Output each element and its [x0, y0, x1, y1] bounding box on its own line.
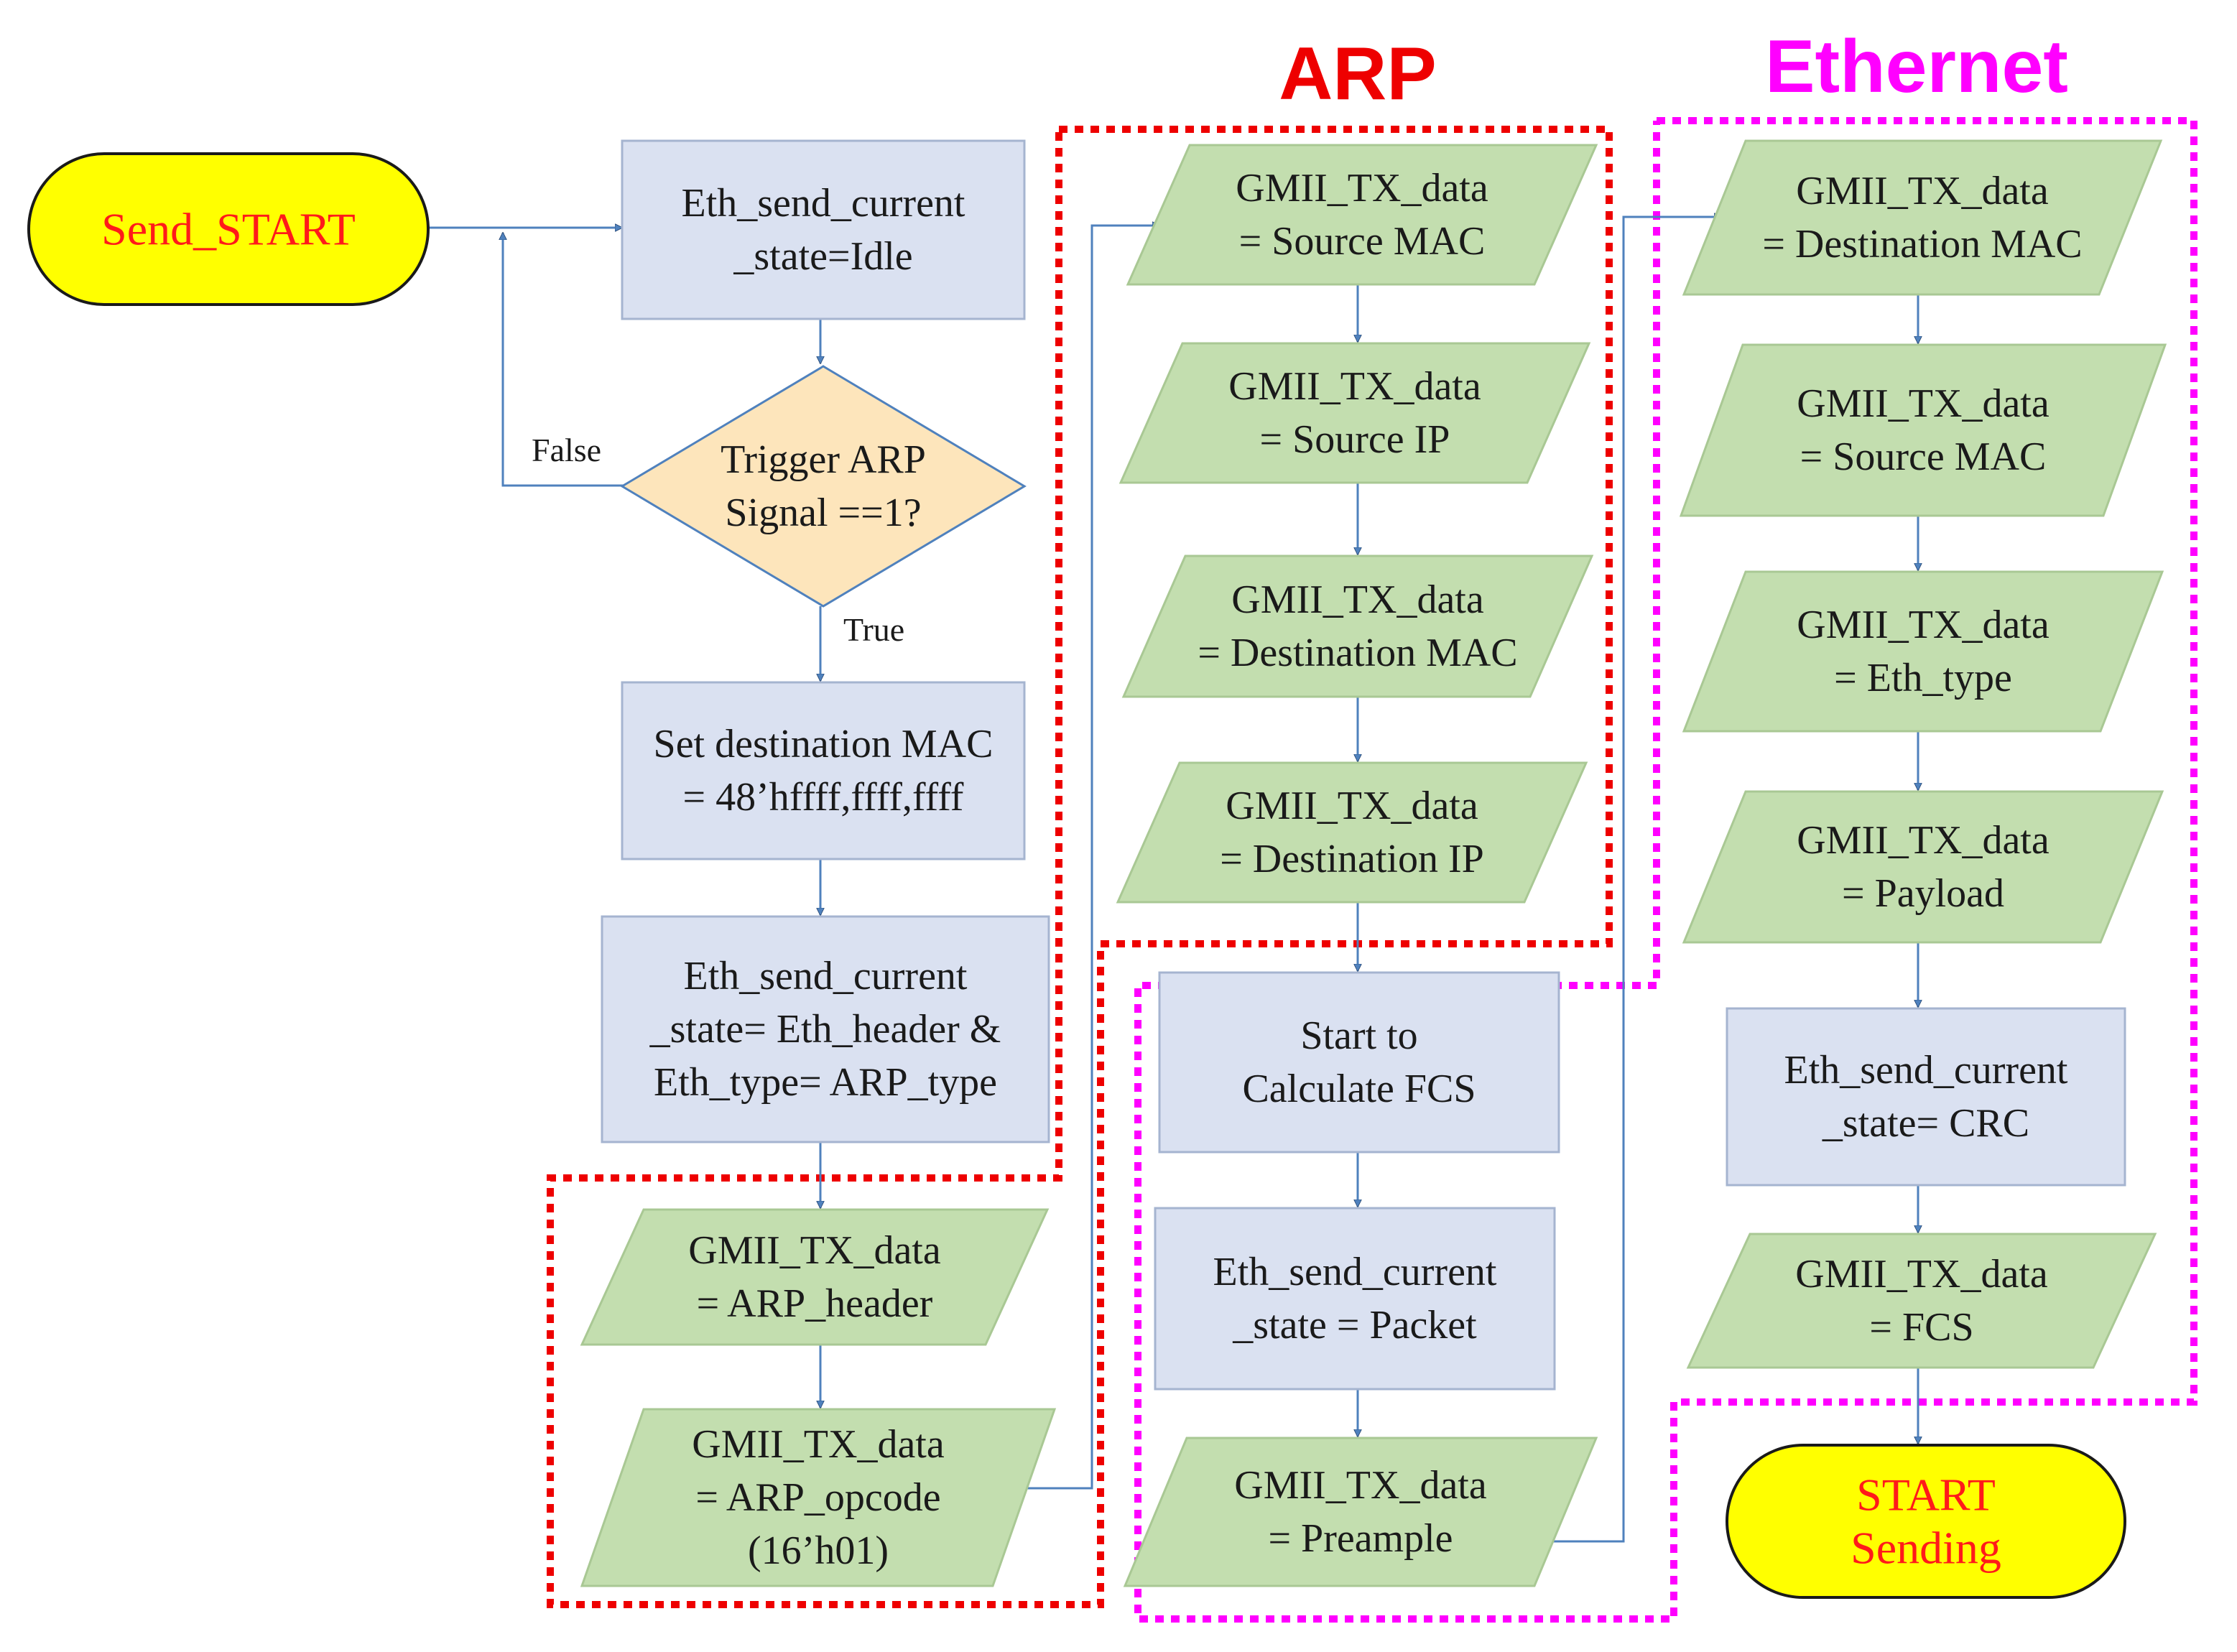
start-sending-label-line-1: START [1856, 1470, 1996, 1521]
eth-type-label-line-1: GMII_TX_data [1797, 603, 2050, 647]
eth-header-label-line-3: Eth_type= ARP_type [654, 1060, 997, 1105]
node-calc-fcs: Start to Calculate FCS [1158, 971, 1560, 1154]
eth-dst-mac-label-line-2: = Destination MAC [1762, 222, 2082, 266]
eth-src-mac-label-line-1: GMII_TX_data [1797, 381, 2050, 426]
arp-src-ip-shape [1118, 342, 1591, 484]
node-arp-dst-ip: GMII_TX_data = Destination IP [1116, 761, 1588, 904]
arp-dst-mac-label-line-2: = Destination MAC [1198, 631, 1517, 675]
eth-dst-mac-shape [1682, 139, 2163, 296]
send-start-shape [27, 152, 430, 306]
crc-shape [1726, 1007, 2126, 1187]
node-eth-type: GMII_TX_data = Eth_type [1682, 570, 2164, 733]
preamble-label-line-2: = Preample [1268, 1516, 1453, 1561]
eth-src-mac-label-line-2: = Source MAC [1800, 435, 2047, 479]
node-arp-header: GMII_TX_data = ARP_header [580, 1208, 1050, 1346]
fcs-shape [1686, 1233, 2157, 1369]
connectors [428, 217, 1918, 1543]
start-sending-label-line-2: Sending [1851, 1523, 2001, 1574]
arp-src-mac-shape [1126, 144, 1598, 286]
eth-type-label-line-2: = Eth_type [1834, 656, 2012, 700]
packet-label-line-2: _state = Packet [1232, 1303, 1477, 1347]
node-arp-opcode: GMII_TX_data = ARP_opcode (16’h01) [580, 1408, 1057, 1587]
packet-shape [1154, 1207, 1556, 1391]
set-mac-label-line-2: = 48’hffff,ffff,ffff [683, 775, 964, 820]
arp-dst-ip-label-line-2: = Destination IP [1220, 837, 1484, 881]
edge-label-true: True [843, 611, 904, 648]
node-eth-header: Eth_send_current _state= Eth_header & Eth_… [601, 915, 1050, 1143]
trigger-shape [620, 365, 1027, 608]
node-packet: Eth_send_current _state = Packet [1154, 1207, 1556, 1391]
edge-preamble-to-eth-dst-mac [1544, 217, 1721, 1543]
node-set-mac: Set destination MAC = 48’hffff,ffff,ffff [621, 681, 1026, 860]
arp-src-ip-label-line-1: GMII_TX_data [1228, 364, 1481, 409]
region-title-arp: ARP [1279, 32, 1437, 116]
send-start-label-line-1: Send_START [101, 204, 356, 255]
idle-shape [621, 139, 1026, 320]
node-eth-src-mac: GMII_TX_data = Source MAC [1679, 343, 2167, 517]
idle-label-line-1: Eth_send_current [682, 181, 965, 226]
set-mac-label-line-1: Set destination MAC [654, 722, 994, 766]
eth-dst-mac-label-line-1: GMII_TX_data [1796, 169, 2049, 213]
set-mac-shape [621, 681, 1026, 860]
crc-label-line-2: _state= CRC [1822, 1101, 2029, 1146]
arp-dst-ip-label-line-1: GMII_TX_data [1226, 784, 1478, 828]
node-arp-src-mac: GMII_TX_data = Source MAC [1126, 144, 1598, 286]
region-ethernet-boundary [1134, 117, 2197, 1623]
arp-header-label-line-1: GMII_TX_data [688, 1228, 941, 1273]
fcs-label-line-2: = FCS [1869, 1305, 1973, 1350]
eth-header-label-line-1: Eth_send_current [684, 954, 968, 998]
arp-opcode-shape [580, 1408, 1057, 1587]
node-send-start: Send_START [27, 152, 430, 306]
preamble-shape [1123, 1437, 1598, 1587]
trigger-label-line-1: Trigger ARP [721, 437, 926, 482]
arp-src-mac-label-line-2: = Source MAC [1239, 219, 1486, 264]
eth-src-mac-shape [1679, 343, 2167, 517]
arp-dst-mac-shape [1121, 554, 1594, 698]
node-preamble: GMII_TX_data = Preample [1123, 1437, 1598, 1587]
eth-type-shape [1682, 570, 2164, 733]
edge-label-false: False [532, 432, 601, 468]
fcs-label-line-1: GMII_TX_data [1795, 1252, 2048, 1296]
start-sending-shape [1726, 1444, 2126, 1599]
arp-header-shape [580, 1208, 1050, 1346]
region-boundaries [547, 117, 2197, 1623]
node-eth-dst-mac: GMII_TX_data = Destination MAC [1682, 139, 2163, 296]
packet-label-line-1: Eth_send_current [1213, 1250, 1497, 1294]
node-trigger: Trigger ARP Signal ==1? [620, 365, 1027, 608]
calc-fcs-label-line-2: Calculate FCS [1242, 1067, 1476, 1111]
arp-dst-mac-label-line-1: GMII_TX_data [1231, 577, 1484, 622]
calc-fcs-shape [1158, 971, 1560, 1154]
node-arp-src-ip: GMII_TX_data = Source IP [1118, 342, 1591, 484]
payload-label-line-1: GMII_TX_data [1797, 818, 2050, 863]
node-fcs: GMII_TX_data = FCS [1686, 1233, 2157, 1369]
arp-opcode-label-line-2: = ARP_opcode [695, 1475, 940, 1520]
payload-label-line-2: = Payload [1842, 871, 2004, 916]
arp-header-label-line-2: = ARP_header [697, 1281, 933, 1326]
calc-fcs-label-line-1: Start to [1300, 1013, 1417, 1058]
node-idle: Eth_send_current _state=Idle [621, 139, 1026, 320]
node-arp-dst-mac: GMII_TX_data = Destination MAC [1121, 554, 1594, 698]
arp-src-ip-label-line-2: = Source IP [1260, 417, 1450, 462]
preamble-label-line-1: GMII_TX_data [1234, 1463, 1487, 1508]
idle-label-line-2: _state=Idle [733, 234, 912, 279]
arp-src-mac-label-line-1: GMII_TX_data [1236, 166, 1488, 210]
arp-opcode-label-line-1: GMII_TX_data [692, 1422, 945, 1467]
edge-trigger-false-loop [503, 233, 624, 487]
edge-arp-opcode-to-arp-src-mac [1024, 226, 1159, 1490]
eth-header-label-line-2: _state= Eth_header & [649, 1007, 1001, 1052]
nodes: Send_START Eth_send_current _state=IdleTri… [27, 139, 2167, 1599]
region-title-ethernet: Ethernet [1765, 25, 2068, 108]
crc-label-line-1: Eth_send_current [1784, 1048, 2068, 1092]
payload-shape [1682, 790, 2164, 944]
node-payload: GMII_TX_data = Payload [1682, 790, 2164, 944]
node-crc: Eth_send_current _state= CRC [1726, 1007, 2126, 1187]
eth-header-shape [601, 915, 1050, 1143]
region-arp-boundary [547, 126, 1613, 1608]
arp-opcode-label-line-3: (16’h01) [748, 1528, 889, 1573]
trigger-label-line-2: Signal ==1? [725, 491, 921, 535]
arp-dst-ip-shape [1116, 761, 1588, 904]
